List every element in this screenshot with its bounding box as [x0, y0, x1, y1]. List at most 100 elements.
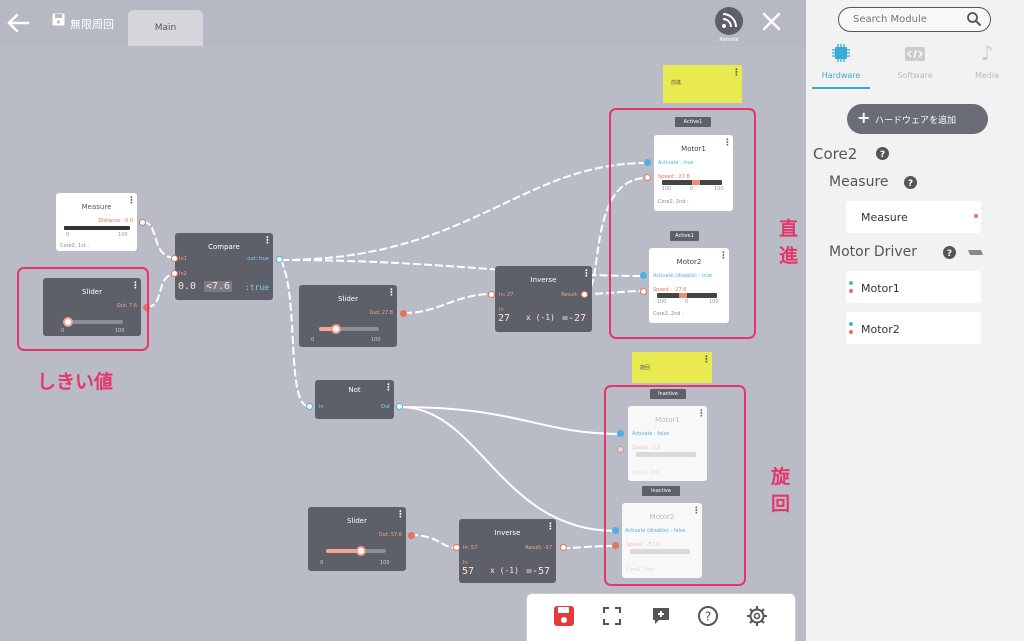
inverse-node-2[interactable]: Inverse ⋮ In: 57 Result: -57 In 57 x (-1…: [459, 519, 556, 583]
compare-out-port[interactable]: [276, 256, 283, 263]
help-icon[interactable]: ?: [904, 176, 917, 189]
module-card-motor2[interactable]: Motor2: [846, 312, 981, 344]
compare-in2-port[interactable]: [171, 270, 178, 277]
motor1-active-node[interactable]: Motor1 ⋮ Activate : true Speed : 27.8 -1…: [654, 135, 733, 211]
motor2-inactive-node[interactable]: Motor2 ⋮ Activate (disable) : false Spee…: [622, 503, 702, 578]
slider-out-label: Out: 57.6: [378, 532, 402, 538]
more-options-icon[interactable]: ⋮: [396, 510, 405, 520]
more-options-icon[interactable]: ⋮: [131, 281, 140, 291]
save-icon[interactable]: [52, 13, 65, 26]
tab-main-label: Main: [154, 23, 177, 33]
tab-media[interactable]: ♪ Media: [958, 41, 1016, 87]
motor2-speed-port[interactable]: [612, 542, 619, 549]
slider-knob[interactable]: [62, 317, 73, 327]
input2-label: In2: [179, 271, 187, 277]
module-card-motor1[interactable]: Motor1: [846, 271, 981, 303]
inverse-node-1[interactable]: Inverse ⋮ In: 27 Result: -27 In 27 x (-1…: [495, 266, 592, 332]
speed-bar-fill: [678, 293, 687, 298]
more-options-icon[interactable]: ⋮: [692, 506, 701, 516]
close-icon[interactable]: [762, 12, 781, 31]
slider-track[interactable]: [319, 324, 379, 334]
annotation-turn: 旋回: [771, 466, 791, 515]
motor2-speed-port[interactable]: [640, 288, 647, 295]
output-label: Out: [380, 404, 390, 410]
inverse2-in-port[interactable]: [453, 544, 460, 551]
tab-main[interactable]: Main: [128, 10, 203, 46]
more-options-icon[interactable]: ⋮: [732, 68, 741, 78]
inverse2-out-port[interactable]: [560, 544, 567, 551]
node-title: Slider: [338, 295, 358, 303]
question-icon[interactable]: ?: [697, 605, 719, 627]
gear-icon[interactable]: [746, 605, 768, 627]
more-options-icon[interactable]: ⋮: [387, 288, 396, 298]
compare-node[interactable]: Compare ⋮ In1 In2 out: true 0.0 <7.6 :tr…: [175, 233, 273, 300]
motor1-inactive-node[interactable]: Motor1 ⋮ Activate : false Speed : 0.0 Co…: [628, 406, 707, 481]
svg-text:?: ?: [880, 150, 885, 160]
not-out-port[interactable]: [396, 403, 403, 410]
module-card-measure[interactable]: Measure: [846, 201, 981, 233]
compare-in1-port[interactable]: [171, 255, 178, 262]
node-title: Measure: [81, 203, 112, 211]
slider-track[interactable]: [62, 317, 123, 327]
slider-track[interactable]: [326, 546, 386, 556]
fullscreen-icon[interactable]: [601, 605, 623, 627]
add-hardware-button[interactable]: + ハードウェアを追加: [847, 104, 988, 134]
back-arrow-icon[interactable]: [6, 12, 30, 34]
link-slider1-compare: [146, 273, 177, 308]
inverse1-out-port[interactable]: [581, 291, 588, 298]
save-icon[interactable]: [553, 605, 575, 627]
motor1-speed-port[interactable]: [617, 446, 624, 453]
flow-canvas[interactable]: 無限周回 Main Remote Measure ⋮ Distance : 0.…: [0, 0, 806, 641]
highlight-threshold: [17, 267, 149, 351]
comment-add-icon[interactable]: [650, 605, 672, 627]
tab-hardware[interactable]: Hardware: [812, 43, 870, 89]
motor1-activate-port[interactable]: [644, 159, 651, 166]
plus-icon: +: [857, 108, 871, 127]
motor1-speed-port[interactable]: [644, 174, 651, 181]
tab-media-label: Media: [974, 71, 1000, 80]
motor1-activate-port[interactable]: [617, 430, 624, 437]
slider-fill: [319, 327, 336, 331]
tick-min: 0: [61, 328, 65, 334]
slider1-out-port[interactable]: [143, 304, 150, 311]
project-title[interactable]: 無限周回: [70, 18, 114, 31]
more-options-icon[interactable]: ⋮: [719, 251, 728, 261]
sticky-note-forward[interactable]: 前進 ⋮: [663, 65, 742, 103]
help-icon[interactable]: ?: [943, 246, 956, 259]
slider-out-label: Out: 7.6: [116, 303, 137, 309]
motor2-activate-port[interactable]: [640, 272, 647, 279]
remote-button[interactable]: Remote: [712, 7, 746, 45]
slider-node-speed[interactable]: Slider ⋮ Out: 27.8 0 100: [299, 285, 397, 347]
more-options-icon[interactable]: ⋮: [702, 355, 711, 365]
more-options-icon[interactable]: ⋮: [127, 196, 136, 206]
not-node[interactable]: Not ⋮ In Out: [315, 380, 394, 419]
node-title: Not: [348, 386, 361, 394]
not-in-port[interactable]: [306, 403, 313, 410]
more-options-icon[interactable]: ⋮: [546, 522, 555, 532]
more-options-icon[interactable]: ⋮: [582, 269, 591, 279]
more-options-icon[interactable]: ⋮: [263, 236, 272, 246]
more-options-icon[interactable]: ⋮: [723, 138, 732, 148]
sticky-note-turn[interactable]: 旋回 ⋮: [632, 352, 712, 383]
motor2-active-node[interactable]: Motor2 ⋮ Activate (disable) : true Speed…: [649, 248, 729, 323]
measure-node[interactable]: Measure ⋮ Distance : 0.0 0 100 Core2, 1s…: [56, 193, 137, 251]
speed-label: Speed : -57.6: [626, 542, 660, 548]
more-options-icon[interactable]: ⋮: [384, 383, 393, 393]
motor2-activate-port[interactable]: [612, 527, 619, 534]
slider-knob[interactable]: [355, 546, 366, 556]
search-box[interactable]: [838, 7, 991, 32]
slider3-out-port[interactable]: [408, 532, 415, 539]
tab-software[interactable]: Software: [886, 43, 944, 87]
inverse1-in-port[interactable]: [488, 291, 495, 298]
slider2-out-port[interactable]: [400, 310, 407, 317]
search-icon[interactable]: [966, 11, 982, 27]
slider-knob[interactable]: [330, 324, 341, 334]
search-input[interactable]: [853, 12, 963, 27]
more-options-icon[interactable]: ⋮: [697, 409, 706, 419]
help-icon[interactable]: ?: [876, 147, 889, 160]
status-tag: Inactive: [650, 389, 686, 399]
slider-node-threshold[interactable]: Slider ⋮ Out: 7.6 0 100: [43, 278, 141, 336]
slider-node-turn[interactable]: Slider ⋮ Out: 57.6 0 100: [308, 507, 406, 571]
sticky-text: 前進: [671, 80, 682, 86]
measure-out-port[interactable]: [139, 219, 146, 226]
